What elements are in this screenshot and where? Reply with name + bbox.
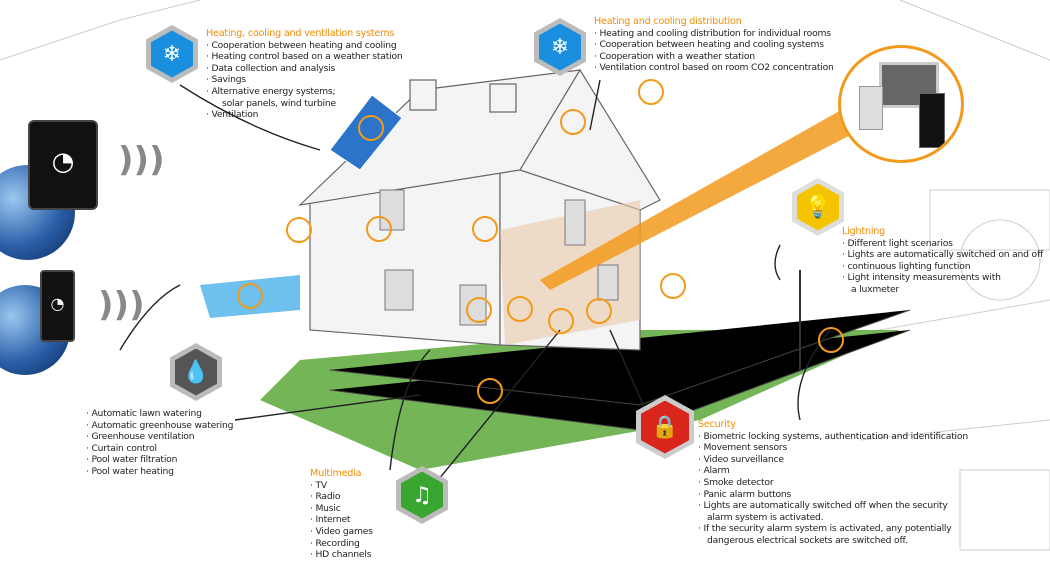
security-title: Security (698, 419, 736, 430)
wireless-signal-icon: ))) (98, 285, 145, 325)
hvac-item: solar panels, wind turbine (222, 97, 336, 109)
watering-item: Curtain control (86, 443, 233, 455)
wifi-icon: ◔ (50, 294, 65, 313)
hotspot-door[interactable] (466, 297, 492, 323)
distribution-block: Heating and cooling distribution Heating… (594, 16, 834, 74)
hotspot-chimney[interactable] (638, 79, 664, 105)
security-item: Panic alarm buttons (698, 489, 968, 501)
hotspot-interior-2[interactable] (586, 298, 612, 324)
hotspot-pool[interactable] (237, 283, 263, 309)
smartphone-device[interactable]: ◔ (40, 270, 75, 342)
hotspot-lamp[interactable] (818, 327, 844, 353)
hvac-item: Savings (206, 74, 403, 86)
wall-touch-panel (919, 93, 945, 148)
distribution-item: Heating and cooling distribution for ind… (594, 28, 834, 40)
security-item: Lights are automatically switched off wh… (698, 500, 968, 512)
hotspot-porch[interactable] (286, 217, 312, 243)
security-item: Alarm (698, 465, 968, 477)
wireless-signal-icon: ))) (118, 140, 165, 180)
lighting-item: a luxmeter (851, 283, 899, 295)
hotspot-roof-window[interactable] (472, 216, 498, 242)
distribution-title: Heating and cooling distribution (594, 16, 742, 27)
distribution-item: Cooperation with a weather station (594, 51, 834, 63)
lighting-item: Lights are automatically switched on and… (842, 249, 1043, 261)
distribution-item: Cooperation between heating and cooling … (594, 39, 834, 51)
lighting-item: Different light scenarios (842, 238, 1043, 250)
wall-switch (859, 86, 883, 130)
multimedia-item: Recording (310, 538, 373, 550)
security-icon: 🔒 (636, 395, 694, 459)
multimedia-item: Video games (310, 526, 373, 538)
security-block: Security Biometric locking systems, auth… (698, 419, 968, 547)
hvac-item: Cooperation between heating and cooling (206, 40, 403, 52)
multimedia-item: Internet (310, 514, 373, 526)
hvac-item: Alternative energy systems; (206, 86, 403, 98)
multimedia-block: Multimedia TV Radio Music Internet Video… (310, 468, 373, 561)
watering-item: Pool water filtration (86, 454, 233, 466)
multimedia-item: Radio (310, 491, 373, 503)
multimedia-item: HD channels (310, 549, 373, 561)
security-item: alarm system is activated. (707, 511, 824, 523)
control-panel-beam (540, 105, 870, 290)
hvac-block: Heating, cooling and ventilation systems… (206, 28, 403, 121)
watering-block: Automatic lawn watering Automatic greenh… (86, 408, 233, 478)
lighting-item: Light intensity measurements with (842, 272, 1043, 284)
hotspot-roof[interactable] (560, 109, 586, 135)
security-item: Biometric locking systems, authenticatio… (698, 431, 968, 443)
hvac-item: Heating control based on a weather stati… (206, 51, 402, 63)
watering-item: Pool water heating (86, 466, 233, 478)
hvac-item: Data collection and analysis (206, 63, 403, 75)
lighting-block: Lightning Different light scenarios Ligh… (842, 226, 1043, 296)
security-item: dangerous electrical sockets are switche… (707, 534, 908, 546)
security-item: Movement sensors (698, 442, 968, 454)
security-item: Video surveillance (698, 454, 968, 466)
hotspot-entrance[interactable] (507, 296, 533, 322)
multimedia-item: TV (310, 480, 373, 492)
multimedia-item: Music (310, 503, 373, 515)
control-panel-image (838, 45, 964, 163)
distribution-item: Ventilation control based on room CO2 co… (594, 62, 833, 74)
hotspot-interior[interactable] (548, 308, 574, 334)
heating-distribution-icon: ❄ (534, 18, 586, 76)
watering-item: Automatic greenhouse watering (86, 420, 233, 432)
multimedia-title: Multimedia (310, 468, 362, 479)
lighting-item: continuous lighting function (842, 261, 1043, 273)
hotspot-window[interactable] (366, 216, 392, 242)
security-item: If the security alarm system is activate… (698, 523, 968, 535)
wifi-icon: ◔ (51, 147, 75, 177)
hotspot-garden[interactable] (477, 378, 503, 404)
hvac-icon: ❄ (146, 25, 198, 83)
lighting-icon: 💡 (792, 178, 844, 236)
hvac-item: Ventilation (206, 109, 403, 121)
hotspot-side[interactable] (660, 273, 686, 299)
tablet-device[interactable]: ◔ (28, 120, 98, 210)
watering-item: Automatic lawn watering (86, 408, 233, 420)
hvac-title: Heating, cooling and ventilation systems (206, 28, 395, 39)
watering-item: Greenhouse ventilation (86, 431, 233, 443)
security-item: Smoke detector (698, 477, 968, 489)
lighting-title: Lightning (842, 226, 886, 237)
